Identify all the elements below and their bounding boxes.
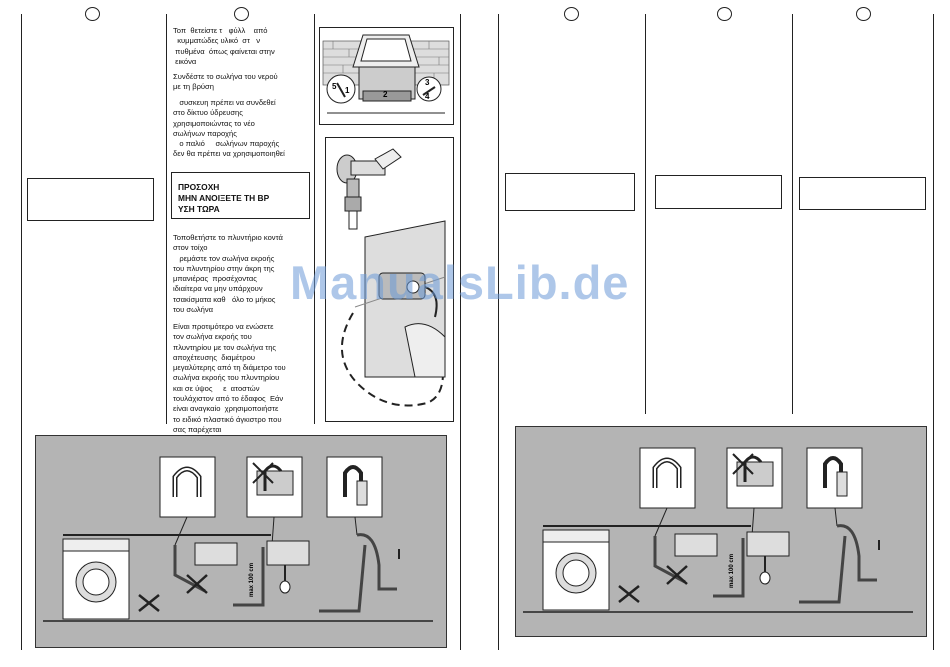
drain-installation-figure-right: max 100 cm xyxy=(523,447,913,613)
column-marker-circle xyxy=(234,7,249,21)
figure-label: 2 xyxy=(383,90,388,99)
figure-label: 1 xyxy=(345,86,350,95)
empty-heading-box xyxy=(27,178,154,221)
column-divider xyxy=(21,14,22,650)
column-divider xyxy=(166,14,167,424)
empty-heading-box xyxy=(799,177,926,210)
instruction-paragraph: Είναι προτιμότερο να ενώσετε τον σωλήνα … xyxy=(173,322,286,434)
watermark: ManualsLib.de xyxy=(290,256,630,309)
max-height-label: max 100 cm xyxy=(729,554,735,588)
column-divider xyxy=(498,14,499,650)
drain-installation-figure: max 100 cm xyxy=(43,456,433,622)
column-marker-circle xyxy=(717,7,732,21)
column-marker-circle xyxy=(856,7,871,21)
column-divider xyxy=(792,14,793,414)
column-marker-circle xyxy=(85,7,100,21)
water-tap-figure xyxy=(325,137,454,422)
figure-label: 4 xyxy=(425,92,430,101)
column-divider xyxy=(933,14,934,650)
empty-heading-box xyxy=(655,175,782,209)
figure-label: 5 xyxy=(332,82,337,91)
base-sheet-figure: 5 1 2 3 4 xyxy=(319,27,454,125)
instruction-paragraph: Τοπ θετείστε τ φύλλ από κυμματώδες υλικό… xyxy=(173,26,275,66)
column-divider xyxy=(645,14,646,414)
empty-heading-box xyxy=(505,173,635,211)
column-divider xyxy=(314,14,315,424)
instruction-paragraph: Τοποθετήστε το πλυντήριο κοντά στον τοίχ… xyxy=(173,233,283,315)
column-divider xyxy=(460,14,461,650)
instruction-paragraph: Συνδέστε το σωλήνα του νερού με τη βρύση xyxy=(173,72,278,92)
warning-box: ΠΡΟΣΟΧΗ ΜΗΝ ΑΝΟΙΞΕΤΕ ΤΗ ΒΡ ΥΣΗ ΤΩΡΑ xyxy=(171,172,310,219)
column-marker-circle xyxy=(564,7,579,21)
max-height-label: max 100 cm xyxy=(249,563,255,597)
instruction-paragraph: συσκευη πρέπει να συνδεθεί στο δίκτυο ύδ… xyxy=(173,98,285,159)
figure-label: 3 xyxy=(425,78,430,87)
